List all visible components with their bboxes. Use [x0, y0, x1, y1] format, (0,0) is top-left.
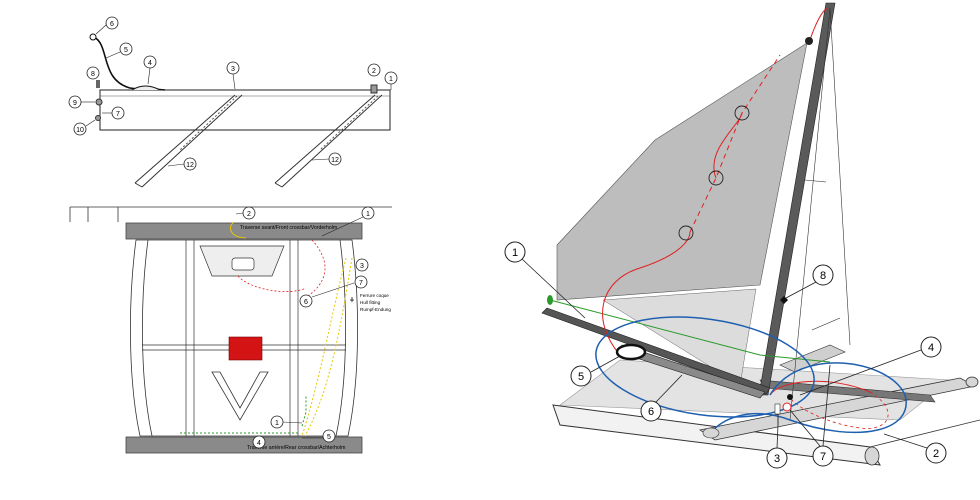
sail — [556, 42, 808, 301]
callout-9: 9 — [73, 100, 77, 107]
top-callouts: 6 5 4 8 9 7 10 3 2 1 — [68, 16, 398, 171]
plan-callout-3: 3 — [360, 263, 364, 270]
mast-step-box — [228, 336, 263, 361]
callout-4: 4 — [148, 60, 152, 67]
hull-fitting-en: Hull fitting — [360, 300, 381, 305]
screw-8 — [96, 80, 100, 88]
mast — [758, 2, 836, 396]
boat-callout-7: 7 — [820, 451, 826, 463]
boat-callout-6: 6 — [648, 406, 654, 418]
hull-fitting-de: Rumpf-Endung — [360, 307, 391, 312]
front-crossbar — [125, 222, 363, 240]
callout-8: 8 — [91, 71, 95, 78]
rear-crossbar-label: Traverse arrière/Rear crossbar/Achterhol… — [247, 445, 345, 451]
washer-9 — [95, 98, 103, 106]
callout-3: 3 — [231, 66, 235, 73]
callout-10: 10 — [76, 127, 84, 134]
blue-loop-1 — [595, 316, 815, 418]
front-crossbar-label: Traverse avant/Front crossbar/Vorderholm — [240, 225, 337, 231]
plan-callout-4: 4 — [257, 440, 261, 447]
boom — [541, 307, 771, 395]
plan-view-diagram: Traverse avant/Front crossbar/Vorderholm… — [69, 206, 392, 454]
callout-7: 7 — [116, 111, 120, 118]
plan-callouts: 2 1 3 7 6 1 4 5 — [235, 206, 375, 449]
boat-callout-4: 4 — [928, 342, 934, 354]
pin-6 — [89, 33, 97, 41]
callout-2: 2 — [372, 68, 376, 75]
callout-12b: 12 — [331, 157, 339, 164]
boat-callout-2: 2 — [933, 448, 939, 460]
plan-callout-5: 5 — [327, 434, 331, 441]
boat-callout-5: 5 — [578, 371, 584, 383]
top-crossbar-diagram: 6 5 4 8 9 7 10 3 2 1 — [68, 16, 398, 188]
boat-callout-8: 8 — [820, 270, 826, 282]
nut-10 — [95, 115, 101, 121]
boat-callout-1: 1 — [512, 247, 518, 259]
callout-1: 1 — [389, 76, 393, 83]
plan-callout-2: 2 — [247, 211, 251, 218]
callout-5: 5 — [124, 47, 128, 54]
boat-callouts: 1 8 4 5 6 3 7 2 — [504, 241, 947, 469]
callout-12a: 12 — [186, 162, 194, 169]
plan-callout-1b: 1 — [275, 420, 279, 427]
plan-callout-6: 6 — [304, 299, 308, 306]
plan-callout-7: 7 — [359, 280, 363, 287]
boat-callout-3: 3 — [774, 453, 780, 465]
rear-crossbar — [125, 436, 363, 454]
boat-3d-diagram: 1 8 4 5 6 3 7 2 — [504, 2, 980, 469]
callout-6: 6 — [110, 21, 114, 28]
hull-fitting-fr: Ferrure coque — [360, 293, 389, 298]
plan-callout-1: 1 — [366, 211, 370, 218]
